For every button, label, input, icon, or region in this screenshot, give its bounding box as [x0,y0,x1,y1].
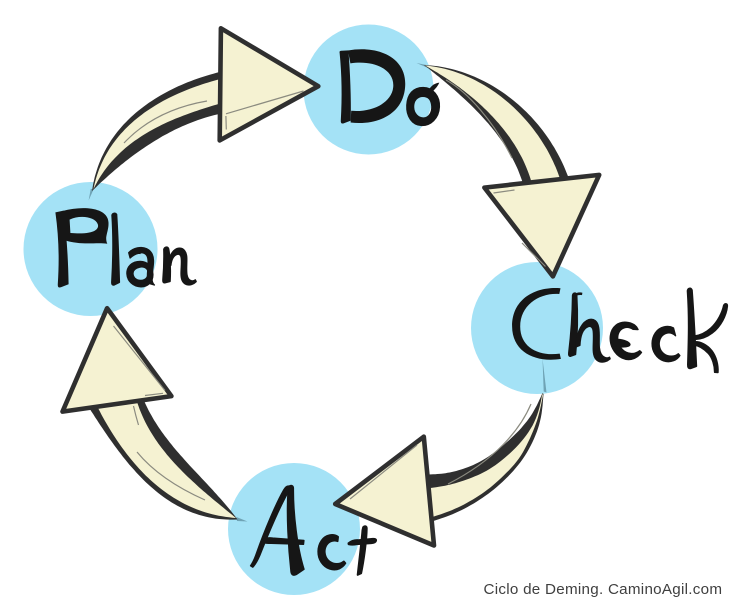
svg-text:Ciclo de Deming. CaminoAgil.co: Ciclo de Deming. CaminoAgil.com [484,581,723,598]
